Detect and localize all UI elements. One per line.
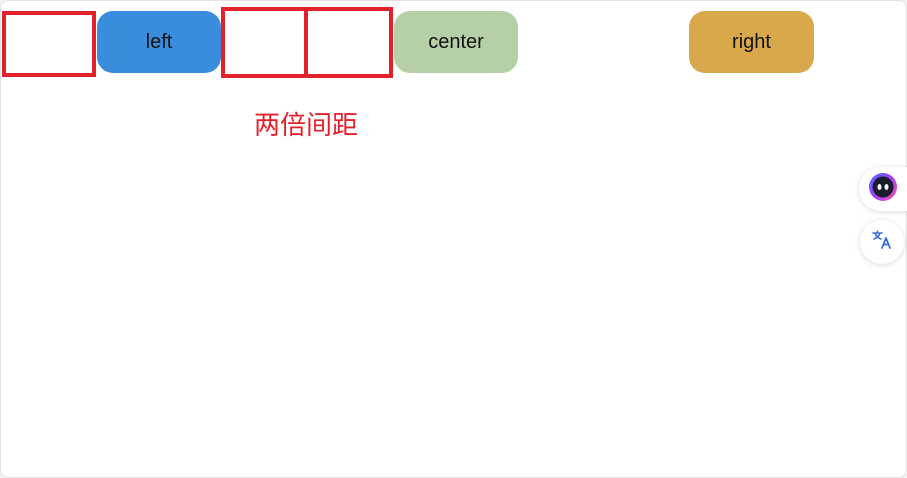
spacing-marker-double-b xyxy=(304,7,393,78)
double-spacing-annotation: 两倍间距 xyxy=(254,111,359,141)
center-item: center xyxy=(394,11,518,73)
ai-assistant-icon xyxy=(867,171,899,208)
left-item-label: left xyxy=(145,30,173,53)
translate-button[interactable] xyxy=(860,220,904,264)
right-item: right xyxy=(689,11,814,73)
spacing-marker-left xyxy=(2,11,96,77)
ai-assistant-button[interactable] xyxy=(859,167,907,211)
left-item: left xyxy=(97,11,221,73)
center-item-label: center xyxy=(428,30,484,53)
translate-icon xyxy=(870,228,894,257)
spacing-marker-double-a xyxy=(221,7,308,78)
right-item-label: right xyxy=(732,30,771,53)
